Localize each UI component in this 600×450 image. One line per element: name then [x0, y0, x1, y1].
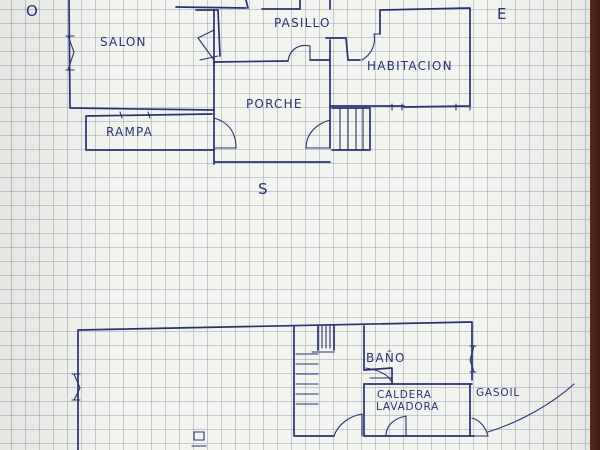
wall-pasillo-bottom — [213, 59, 331, 63]
wall-pasillo-top — [245, 0, 331, 10]
door-caldera — [385, 415, 407, 437]
wall-salon-top — [175, 6, 301, 10]
room-label-rampa: RAMPA — [106, 125, 153, 139]
stairs-bottom-treads — [295, 325, 335, 405]
room-label-pasillo: PASILLO — [274, 16, 331, 30]
room-label-habitacion: HABITACION — [367, 59, 453, 73]
compass-south-label: S — [258, 180, 268, 198]
door-porche-left — [213, 117, 237, 149]
door-stairs-bottom — [333, 413, 363, 437]
small-fixture — [191, 431, 207, 447]
room-label-lavadora: LAVADORA — [376, 401, 439, 413]
window-bano — [469, 345, 477, 373]
room-label-salon: SALON — [100, 35, 147, 49]
door-porche-right — [305, 119, 331, 149]
window-salon-left — [65, 35, 75, 71]
compass-east-label: E — [497, 5, 506, 23]
wall-bano — [363, 325, 473, 385]
wall-bottom-outer — [77, 321, 473, 450]
wall-pasillo-right — [325, 37, 361, 63]
door-bano — [365, 367, 393, 383]
door-habitacion — [361, 33, 381, 61]
wall-porche — [213, 61, 331, 165]
door-salon — [197, 29, 219, 61]
window-habitacion — [391, 103, 471, 111]
wall-caldera — [363, 383, 475, 437]
door-pasillo — [287, 44, 311, 62]
window-bottom-left — [71, 373, 81, 401]
bottom-floor-plan — [71, 321, 575, 450]
room-label-bano: BAÑO — [366, 350, 406, 365]
stairs-bottom-frame — [293, 325, 335, 437]
notebook-binding — [590, 0, 600, 450]
exterior-curve — [487, 383, 575, 433]
wall-salon-right — [195, 9, 221, 65]
room-label-gasoil: GASOIL — [476, 387, 520, 399]
top-floor-plan — [65, 0, 471, 165]
compass-west-label: O — [26, 2, 38, 20]
stairs-treads — [339, 107, 364, 151]
door-gasoil — [471, 417, 489, 437]
stairs-top — [331, 107, 371, 151]
room-label-caldera: CALDERA — [377, 389, 432, 401]
wall-salon-left — [68, 0, 215, 111]
wall-habitacion — [329, 7, 471, 108]
room-label-porche: PORCHE — [246, 97, 303, 111]
window-rampa — [119, 111, 151, 119]
